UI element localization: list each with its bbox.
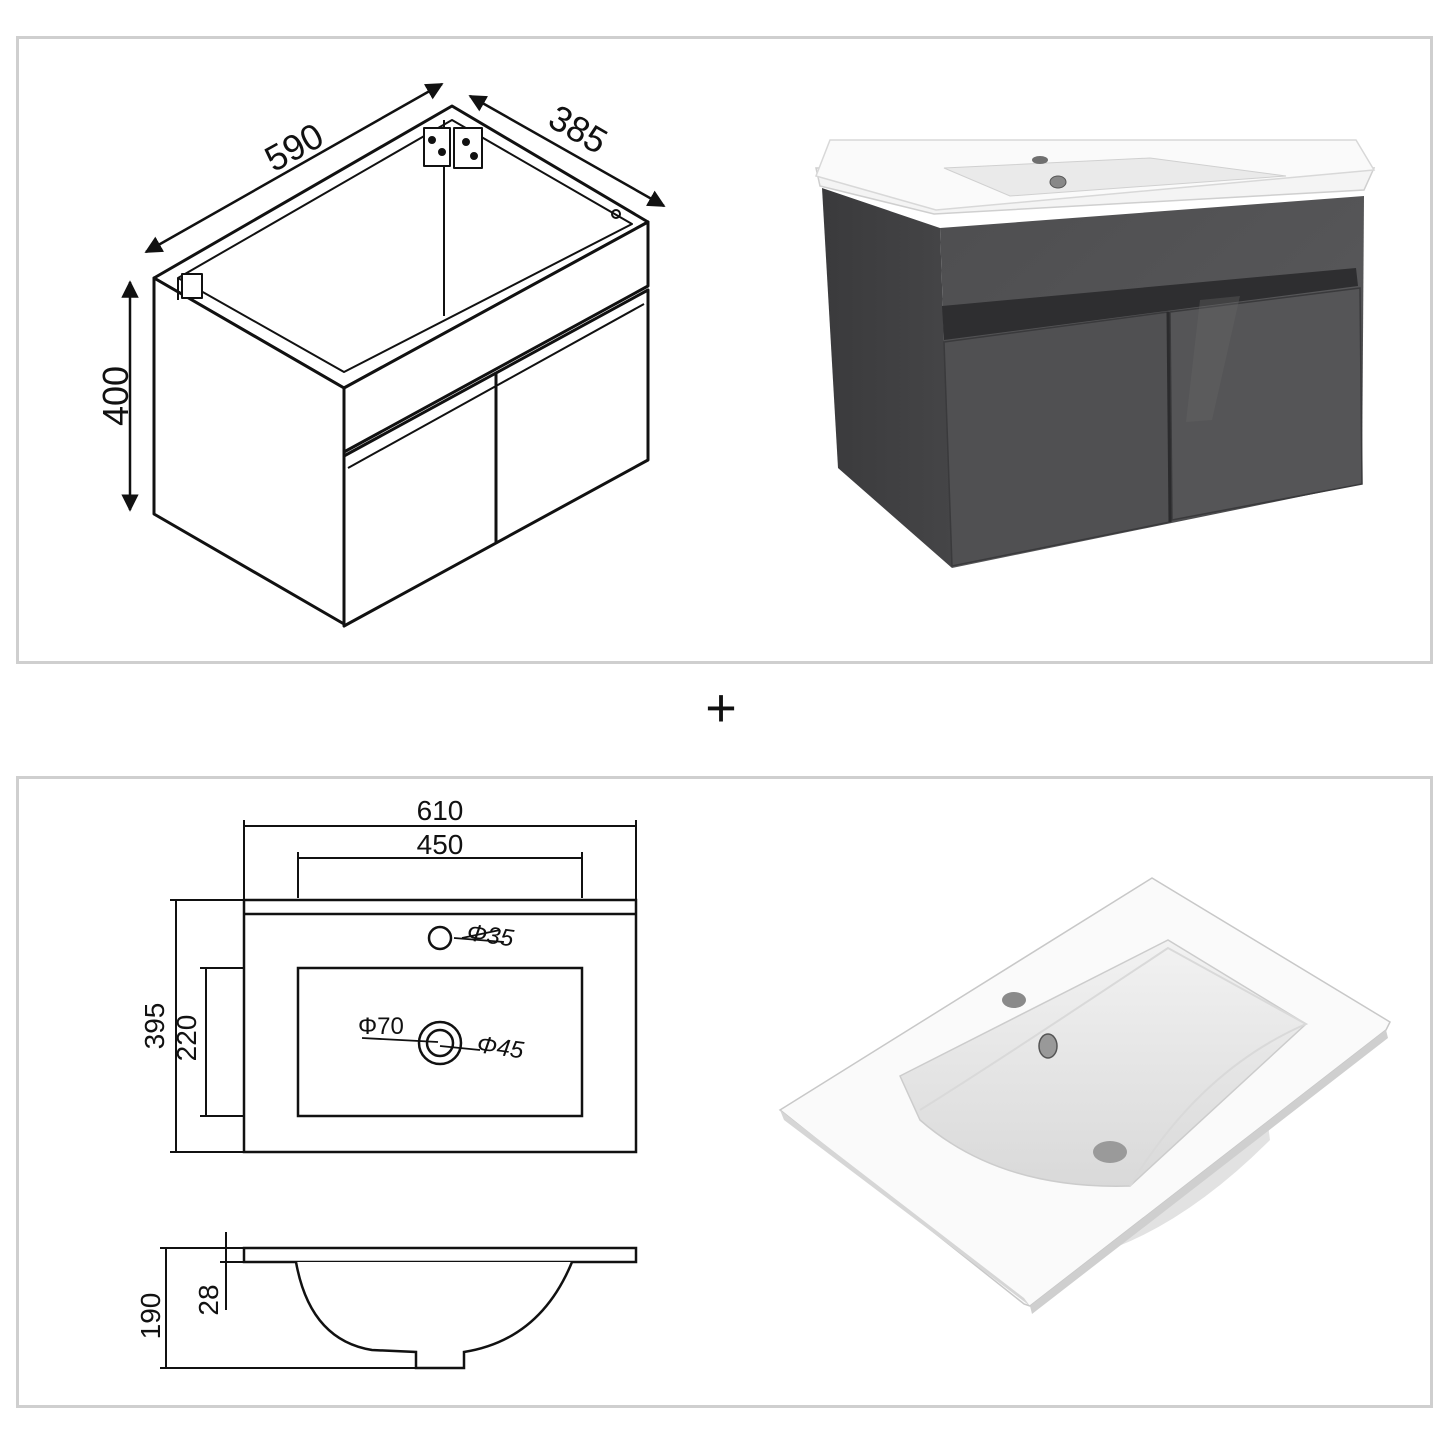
- cabinet-depth-label: 385: [542, 96, 615, 162]
- basin-side-view: [242, 1246, 638, 1370]
- basin-top-view: [242, 898, 638, 1154]
- basin-top-dimension-lines: [170, 820, 637, 1153]
- basin-overall-depth-label: 395: [139, 1003, 170, 1050]
- basin-side-dimension-lines: [160, 1232, 416, 1369]
- basin-bowl-width-label: 450: [417, 829, 464, 860]
- cabinet-dimension-lines: [121, 82, 666, 512]
- cabinet-line-drawing: [152, 104, 650, 628]
- drain-inner-label: Φ45: [475, 1031, 526, 1064]
- basin-total-height-label: 190: [135, 1293, 166, 1340]
- drain-outer-label: Φ70: [358, 1013, 404, 1040]
- plus-sign: +: [705, 678, 737, 738]
- basin-product-image: [778, 877, 1391, 1314]
- basin-bowl-depth-label: 220: [171, 1015, 202, 1062]
- cabinet-product-image: [815, 139, 1376, 568]
- basin-slab-thickness-label: 28: [193, 1284, 224, 1315]
- cabinet-width-label: 590: [258, 115, 330, 180]
- cabinet-height-label: 400: [95, 366, 136, 426]
- tap-hole-label: Φ35: [465, 919, 516, 952]
- basin-overall-width-label: 610: [417, 795, 464, 826]
